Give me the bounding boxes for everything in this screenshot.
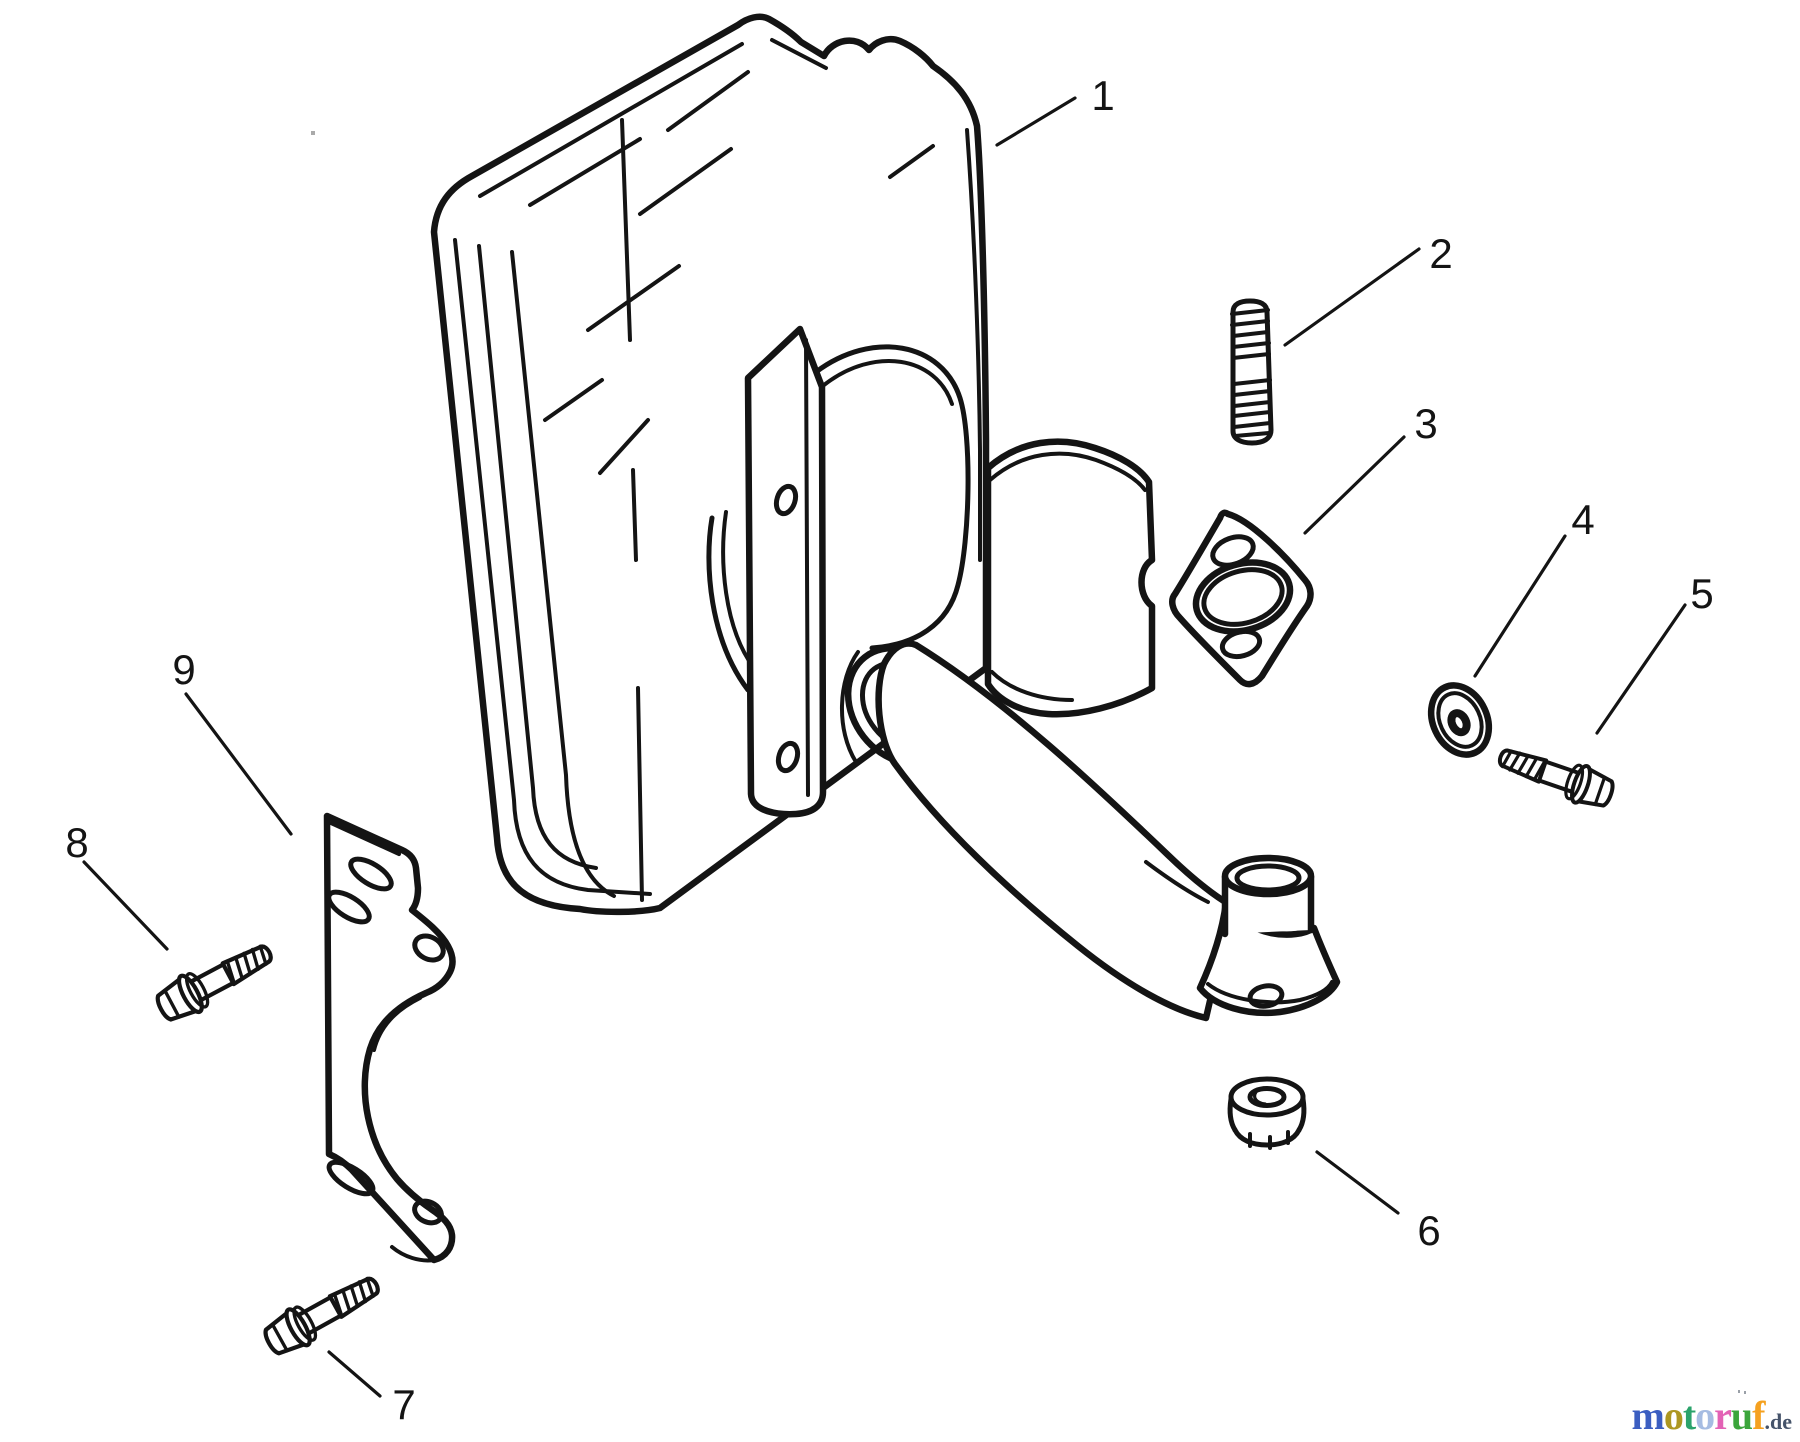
callout-labels: 1 2 3 4 5 6 7 8 9 bbox=[65, 72, 1713, 1428]
watermark-logo: motoruf.de bbox=[1632, 1396, 1793, 1436]
bracket-inner-edge bbox=[329, 821, 401, 856]
callout-label-3: 3 bbox=[1414, 400, 1437, 447]
leader-line-5 bbox=[1595, 603, 1687, 735]
seam-line bbox=[477, 244, 598, 870]
seam-line bbox=[770, 38, 828, 70]
callout-label-2: 2 bbox=[1429, 230, 1452, 277]
hex-flange-bolt-7 bbox=[259, 1266, 386, 1361]
seam-line bbox=[478, 42, 744, 198]
logo-letter: o bbox=[1695, 1393, 1715, 1438]
hex-flange-bolt-8 bbox=[152, 934, 279, 1027]
bracket-slot bbox=[326, 889, 372, 925]
washer-outer bbox=[1427, 682, 1493, 758]
nut-flange-bottom bbox=[1232, 1127, 1302, 1148]
seam-line bbox=[510, 250, 616, 898]
back-opening-edge bbox=[813, 344, 971, 651]
pipe-accent-line bbox=[1144, 860, 1210, 904]
callout-leader-lines bbox=[82, 96, 1687, 1398]
pipe-tube bbox=[875, 640, 1236, 1022]
callout-label-1: 1 bbox=[1091, 72, 1114, 119]
logo-suffix: .de bbox=[1764, 1409, 1793, 1434]
stud bbox=[1230, 298, 1274, 446]
heat-shield bbox=[984, 438, 1156, 718]
leader-line-9 bbox=[184, 692, 293, 836]
bracket-bottom-edge bbox=[390, 1245, 436, 1263]
back-opening-edge bbox=[706, 515, 751, 693]
face-accent-line bbox=[543, 378, 604, 422]
bracket-slot bbox=[326, 1159, 376, 1197]
seam-line bbox=[888, 144, 935, 179]
washer bbox=[1427, 682, 1493, 758]
flange-bottom-inner-edge bbox=[1206, 980, 1334, 1005]
washer-hole bbox=[1447, 709, 1471, 737]
nut-hole bbox=[1247, 1086, 1287, 1108]
bracket-hole bbox=[412, 1198, 444, 1226]
flange-nut bbox=[1227, 1076, 1307, 1150]
heat-shield-bottom-inner-edge bbox=[990, 670, 1074, 702]
logo-letter: m bbox=[1631, 1393, 1665, 1438]
face-crease bbox=[636, 686, 644, 902]
strap-hole bbox=[775, 740, 801, 774]
nut-hole-detail bbox=[1253, 1090, 1267, 1106]
flange-bolt-hole bbox=[1247, 983, 1285, 1009]
logo-letter: r bbox=[1714, 1393, 1732, 1438]
leader-line-7 bbox=[327, 1350, 382, 1398]
logo-trademark-dots bbox=[1738, 1390, 1748, 1398]
face-crease bbox=[631, 468, 638, 562]
leader-line-6 bbox=[1315, 1150, 1400, 1215]
stud-threads bbox=[1230, 308, 1272, 438]
logo-letter: u bbox=[1730, 1393, 1753, 1438]
nut-top bbox=[1228, 1076, 1306, 1118]
stub-bore bbox=[1234, 863, 1302, 893]
exhaust-pipe bbox=[875, 640, 1236, 1022]
logo-letter: f bbox=[1752, 1393, 1765, 1438]
muffler-mounting-strap bbox=[744, 325, 827, 818]
callout-label-8: 8 bbox=[65, 819, 88, 866]
face-accent-line bbox=[598, 418, 650, 475]
leader-line-2 bbox=[1283, 247, 1421, 347]
bracket-slot bbox=[348, 856, 394, 892]
scan-speck bbox=[311, 131, 315, 135]
washer-inner-edge bbox=[1436, 691, 1484, 749]
gasket-port-ring-inner bbox=[1201, 567, 1285, 627]
face-accent-line bbox=[586, 264, 681, 332]
mounting-bracket bbox=[323, 812, 456, 1264]
callout-label-5: 5 bbox=[1690, 570, 1713, 617]
leader-line-3 bbox=[1303, 435, 1406, 535]
leader-line-1 bbox=[995, 96, 1077, 147]
face-crease bbox=[620, 118, 632, 342]
strap-inner-edge bbox=[804, 338, 810, 797]
callout-label-7: 7 bbox=[392, 1381, 415, 1428]
exhaust-gasket bbox=[1169, 509, 1314, 688]
logo-letter: t bbox=[1682, 1393, 1696, 1438]
bracket-outline bbox=[323, 812, 456, 1264]
callout-label-4: 4 bbox=[1571, 496, 1594, 543]
hex-flange-bolt-5 bbox=[1494, 738, 1617, 812]
leader-line-8 bbox=[82, 860, 169, 951]
seam-line bbox=[666, 70, 750, 132]
collar-edge-line bbox=[840, 650, 860, 764]
outlet-flange bbox=[1196, 854, 1341, 1017]
strap-hole bbox=[773, 483, 799, 517]
strap-outline bbox=[744, 325, 827, 818]
face-accent-line bbox=[638, 147, 733, 216]
seam-line bbox=[453, 238, 652, 896]
leader-line-4 bbox=[1473, 534, 1567, 678]
bracket-hole bbox=[412, 933, 446, 963]
muffler-body bbox=[430, 13, 990, 916]
heat-shield-top-inner-edge bbox=[988, 451, 1147, 492]
right-edge-inner-line bbox=[965, 128, 982, 562]
bracket-inner-edge bbox=[372, 996, 422, 1052]
back-opening-inner-edge bbox=[721, 510, 756, 670]
gasket-port-ring-outer bbox=[1192, 559, 1294, 635]
gasket-outline bbox=[1169, 509, 1314, 688]
callout-label-9: 9 bbox=[172, 646, 195, 693]
back-opening-inner-edge bbox=[822, 358, 954, 406]
logo-letter: o bbox=[1663, 1393, 1684, 1438]
callout-label-6: 6 bbox=[1417, 1207, 1440, 1254]
logo-word: motoruf bbox=[1631, 1393, 1766, 1438]
heat-shield-outline bbox=[984, 438, 1156, 718]
